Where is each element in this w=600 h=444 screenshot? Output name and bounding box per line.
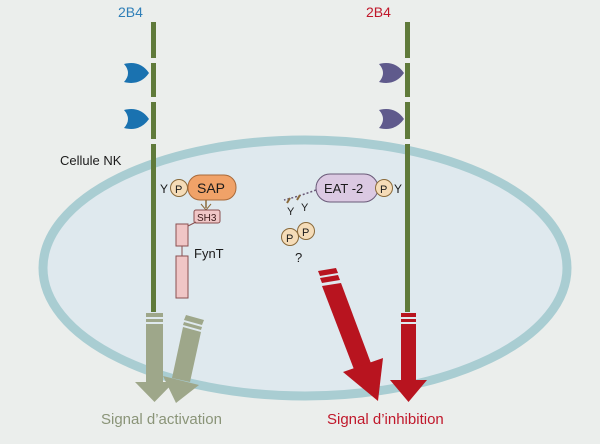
receptor-right-gap-2 [404,97,411,102]
ligand-left-2 [124,109,149,129]
receptor-left-gap-2 [150,97,157,102]
receptor-right-label: 2B4 [366,4,391,20]
fynt-label: FynT [194,246,224,261]
receptor-right-gap-3 [404,139,411,144]
receptor-right-rod [405,22,410,312]
nk-cell-body [38,135,572,401]
activation-arrow-left [135,313,174,402]
phospho-right-label: P [380,184,387,196]
sap-label: SAP [197,180,225,196]
signal-inhibition-label: Signal d’inhibition [327,411,444,428]
eat2-tail-mark-2 [296,194,301,201]
fynt-sh3-link [187,221,197,227]
sh3-label: SH3 [197,213,217,224]
inhibition-arrow-left [318,268,383,401]
receptor-right [404,22,411,312]
phospho-right-circle [375,179,393,197]
receptor-left-gap-1 [150,58,157,63]
tyrosine-eat2-2: Y [301,202,309,214]
phospho-eat2-1-label: P [286,233,293,245]
tyrosine-right: Y [394,182,402,196]
ligand-right-2 [379,109,404,129]
fynt-block-bottom [175,255,189,299]
receptor-left-rod [151,22,156,312]
phospho-eat2-2-circle [297,222,315,240]
signal-activation-label: Signal d’activation [101,411,222,428]
phospho-eat2-2-label: P [302,227,309,239]
tyrosine-left: Y [160,182,168,196]
ligand-right-1 [379,63,404,83]
inhibition-arrow-right [390,313,427,402]
fynt-block-top [175,223,189,247]
receptor-left [150,22,157,312]
phospho-left-label: P [175,184,182,196]
eat2-label: EAT -2 [324,181,363,196]
activation-arrow-right [163,315,204,403]
sh3-box [193,209,221,224]
receptor-right-gap-1 [404,58,411,63]
tyrosine-eat2-1: Y [287,206,295,218]
receptor-left-gap-3 [150,139,157,144]
phospho-eat2-1-circle [281,228,299,246]
eat2-tail-mark-1 [286,197,291,204]
cell-label: Cellule NK [60,153,122,168]
question-mark: ? [295,250,302,265]
receptor-left-label: 2B4 [118,4,143,20]
ligand-left-1 [124,63,149,83]
sap-box [187,174,237,201]
